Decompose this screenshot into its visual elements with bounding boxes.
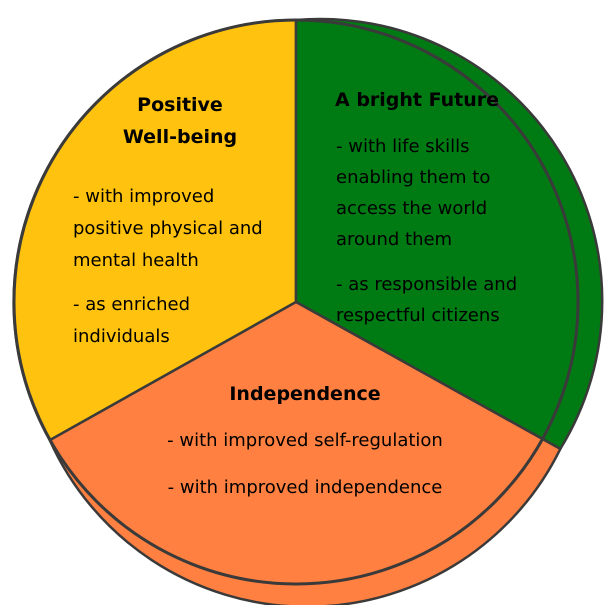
wellbeing-heading-line-2: Well-being <box>123 126 237 148</box>
wellbeing-text: Positive Well-being - with improved posi… <box>73 94 263 347</box>
future-text: A bright Future - with life skills enabl… <box>335 89 517 326</box>
future-line: respectful citizens <box>336 305 500 326</box>
independence-heading: Independence <box>229 383 380 405</box>
future-line: - with life skills <box>336 136 469 157</box>
wellbeing-line: positive physical and <box>73 218 263 239</box>
wellbeing-line: - as enriched <box>73 294 190 315</box>
future-line: enabling them to <box>336 167 490 188</box>
wellbeing-line: individuals <box>73 326 170 347</box>
future-line: - as responsible and <box>336 274 517 295</box>
wellbeing-heading-line-1: Positive <box>137 94 223 116</box>
independence-line: - with improved independence <box>168 477 443 498</box>
pie-outline <box>12 18 580 586</box>
future-line: around them <box>336 229 452 250</box>
independence-line: - with improved self-regulation <box>167 430 443 451</box>
wellbeing-line: mental health <box>73 250 199 271</box>
independence-segment <box>48 300 562 605</box>
wellbeing-line: - with improved <box>73 186 214 207</box>
future-heading: A bright Future <box>335 89 499 111</box>
future-segment <box>294 17 604 451</box>
independence-text: Independence - with improved self-regula… <box>167 383 443 498</box>
future-line: access the world <box>336 198 487 219</box>
